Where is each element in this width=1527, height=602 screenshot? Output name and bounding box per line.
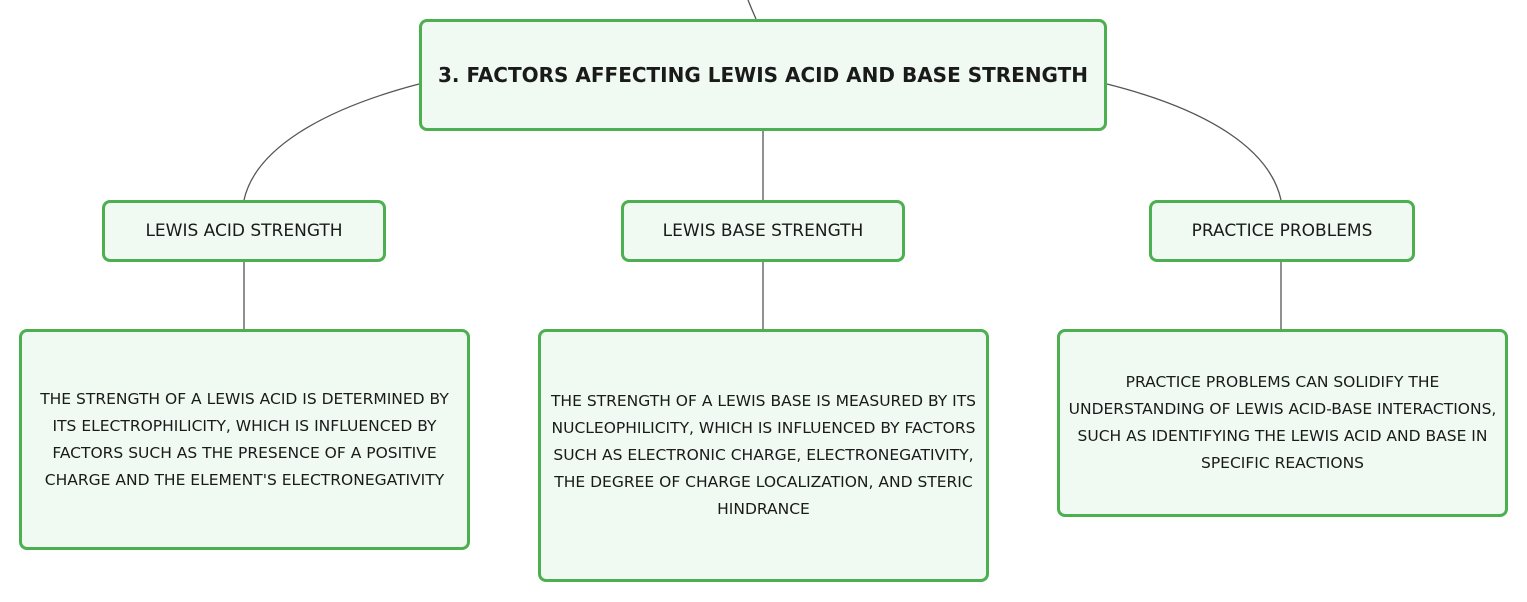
node-lewis-base-strength-detail[interactable]: THE STRENGTH OF A LEWIS BASE IS MEASURED… (538, 329, 989, 582)
node-lewis-base-strength-detail-text: THE STRENGTH OF A LEWIS BASE IS MEASURED… (550, 392, 977, 518)
node-practice-problems-detail-text: PRACTICE PROBLEMS CAN SOLIDIFY THE UNDER… (1068, 373, 1497, 472)
root-node[interactable]: 3. FACTORS AFFECTING LEWIS ACID AND BASE… (419, 19, 1107, 131)
node-practice-problems-label: PRACTICE PROBLEMS (1191, 221, 1373, 241)
node-lewis-base-strength[interactable]: LEWIS BASE STRENGTH (621, 200, 905, 262)
node-lewis-base-strength-label: LEWIS BASE STRENGTH (662, 221, 864, 241)
node-lewis-acid-strength[interactable]: LEWIS ACID STRENGTH (102, 200, 386, 262)
node-lewis-acid-strength-label: LEWIS ACID STRENGTH (145, 221, 343, 241)
connector-root-to-lewis-acid-strength (243, 83, 420, 201)
node-practice-problems-detail[interactable]: PRACTICE PROBLEMS CAN SOLIDIFY THE UNDER… (1057, 329, 1508, 517)
connector-parent-to-root (747, 0, 757, 20)
node-lewis-acid-strength-detail-text: THE STRENGTH OF A LEWIS ACID IS DETERMIN… (40, 389, 449, 489)
root-node-label: 3. FACTORS AFFECTING LEWIS ACID AND BASE… (437, 63, 1089, 87)
connector-root-to-practice-problems (1106, 83, 1282, 201)
node-practice-problems[interactable]: PRACTICE PROBLEMS (1149, 200, 1415, 262)
node-lewis-acid-strength-detail[interactable]: THE STRENGTH OF A LEWIS ACID IS DETERMIN… (19, 329, 470, 550)
